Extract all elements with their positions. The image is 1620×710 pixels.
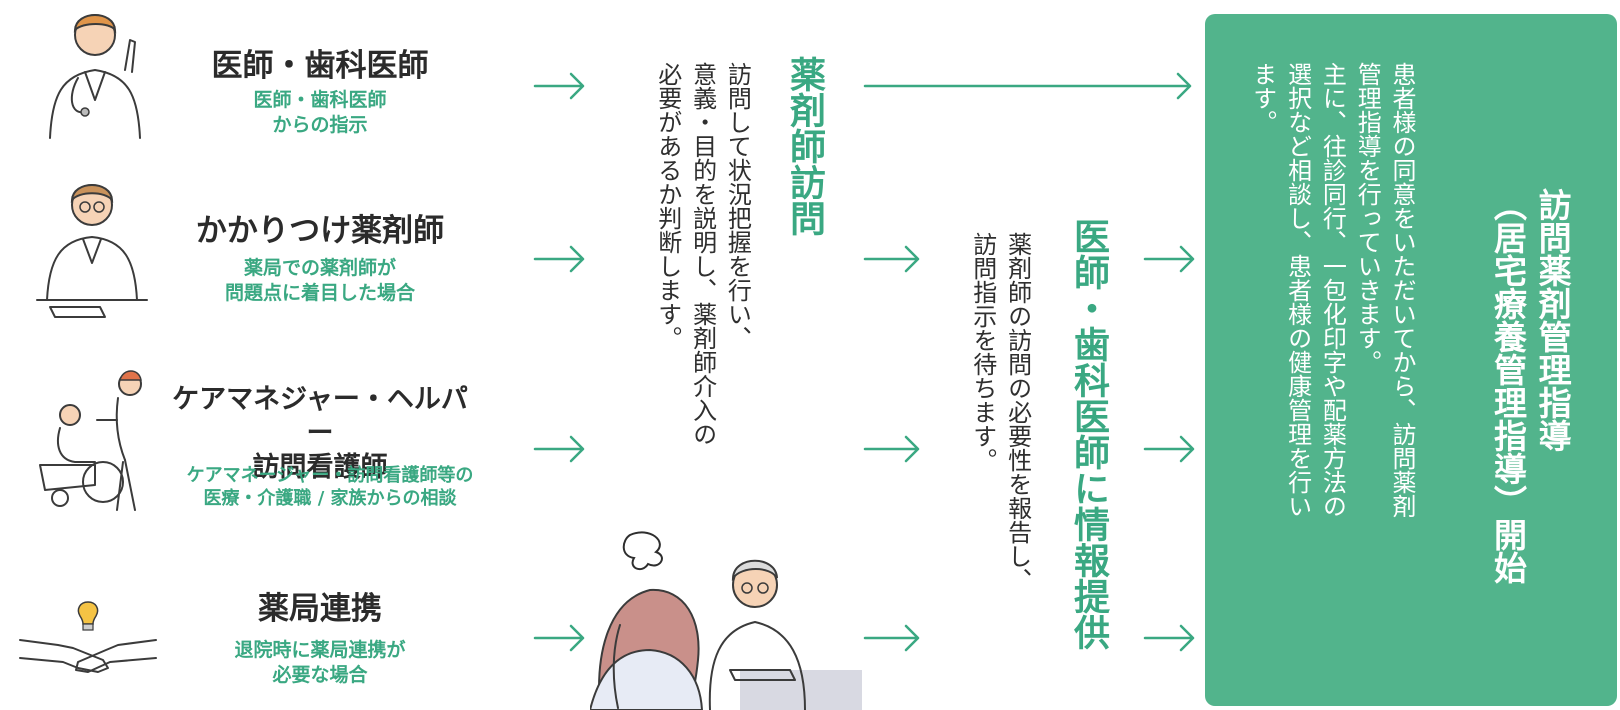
source-subtitle: 医師・歯科医師 からの指示 <box>253 89 387 136</box>
handshake-icon <box>19 601 157 673</box>
arrow-icon <box>533 245 585 273</box>
pharmacist-consult-illustration <box>590 531 862 710</box>
pharmacist-icon <box>36 184 148 318</box>
source-title: 医師・歯科医師 <box>211 48 429 84</box>
guidance-start-box <box>1205 14 1617 706</box>
arrow-icon <box>533 72 585 100</box>
doctor-icon <box>49 14 141 139</box>
arrow-icon <box>1143 435 1195 463</box>
wheelchair-caregiver-icon <box>39 370 142 511</box>
arrow-icon <box>1143 245 1195 273</box>
arrow-icon <box>863 624 920 652</box>
inform-heading: 医師・歯科医師に情報提供 <box>1068 218 1109 650</box>
visit-heading: 薬剤師訪問 <box>784 56 825 236</box>
arrow-icon <box>533 624 585 652</box>
inform-description: 薬剤師の訪問の必要性を報告し、 訪問指示を待ちます。 <box>968 232 1032 592</box>
final-description: 患者様の同意をいただいてから、訪問薬剤 管理指導を行っていきます。 主に、往診同… <box>1248 62 1416 518</box>
arrow-icon <box>863 245 920 273</box>
arrow-icon <box>863 435 920 463</box>
source-subtitle: 退院時に薬局連携が 必要な場合 <box>234 639 406 686</box>
source-title: ケアマネジャー・ヘルパー 訪問看護師 <box>172 384 468 483</box>
final-title: 訪問薬剤管理指導 （居宅療養管理指導）開始 <box>1488 188 1573 584</box>
arrow-icon <box>1143 624 1195 652</box>
source-subtitle: 薬局での薬剤師が 問題点に着目した場合 <box>224 257 415 304</box>
arrow-icon <box>533 435 585 463</box>
source-title: 薬局連携 <box>258 591 382 627</box>
arrow-icon <box>863 72 1192 100</box>
source-title: かかりつけ薬剤師 <box>195 213 445 249</box>
source-subtitle: ケアマネージャー・訪問看護師等の 医療・介護職 / 家族からの相談 <box>186 465 474 510</box>
visit-description: 訪問して状況把握を行い、 意義・目的を説明し、薬剤師介入の 必要があるか判断しま… <box>653 62 752 446</box>
